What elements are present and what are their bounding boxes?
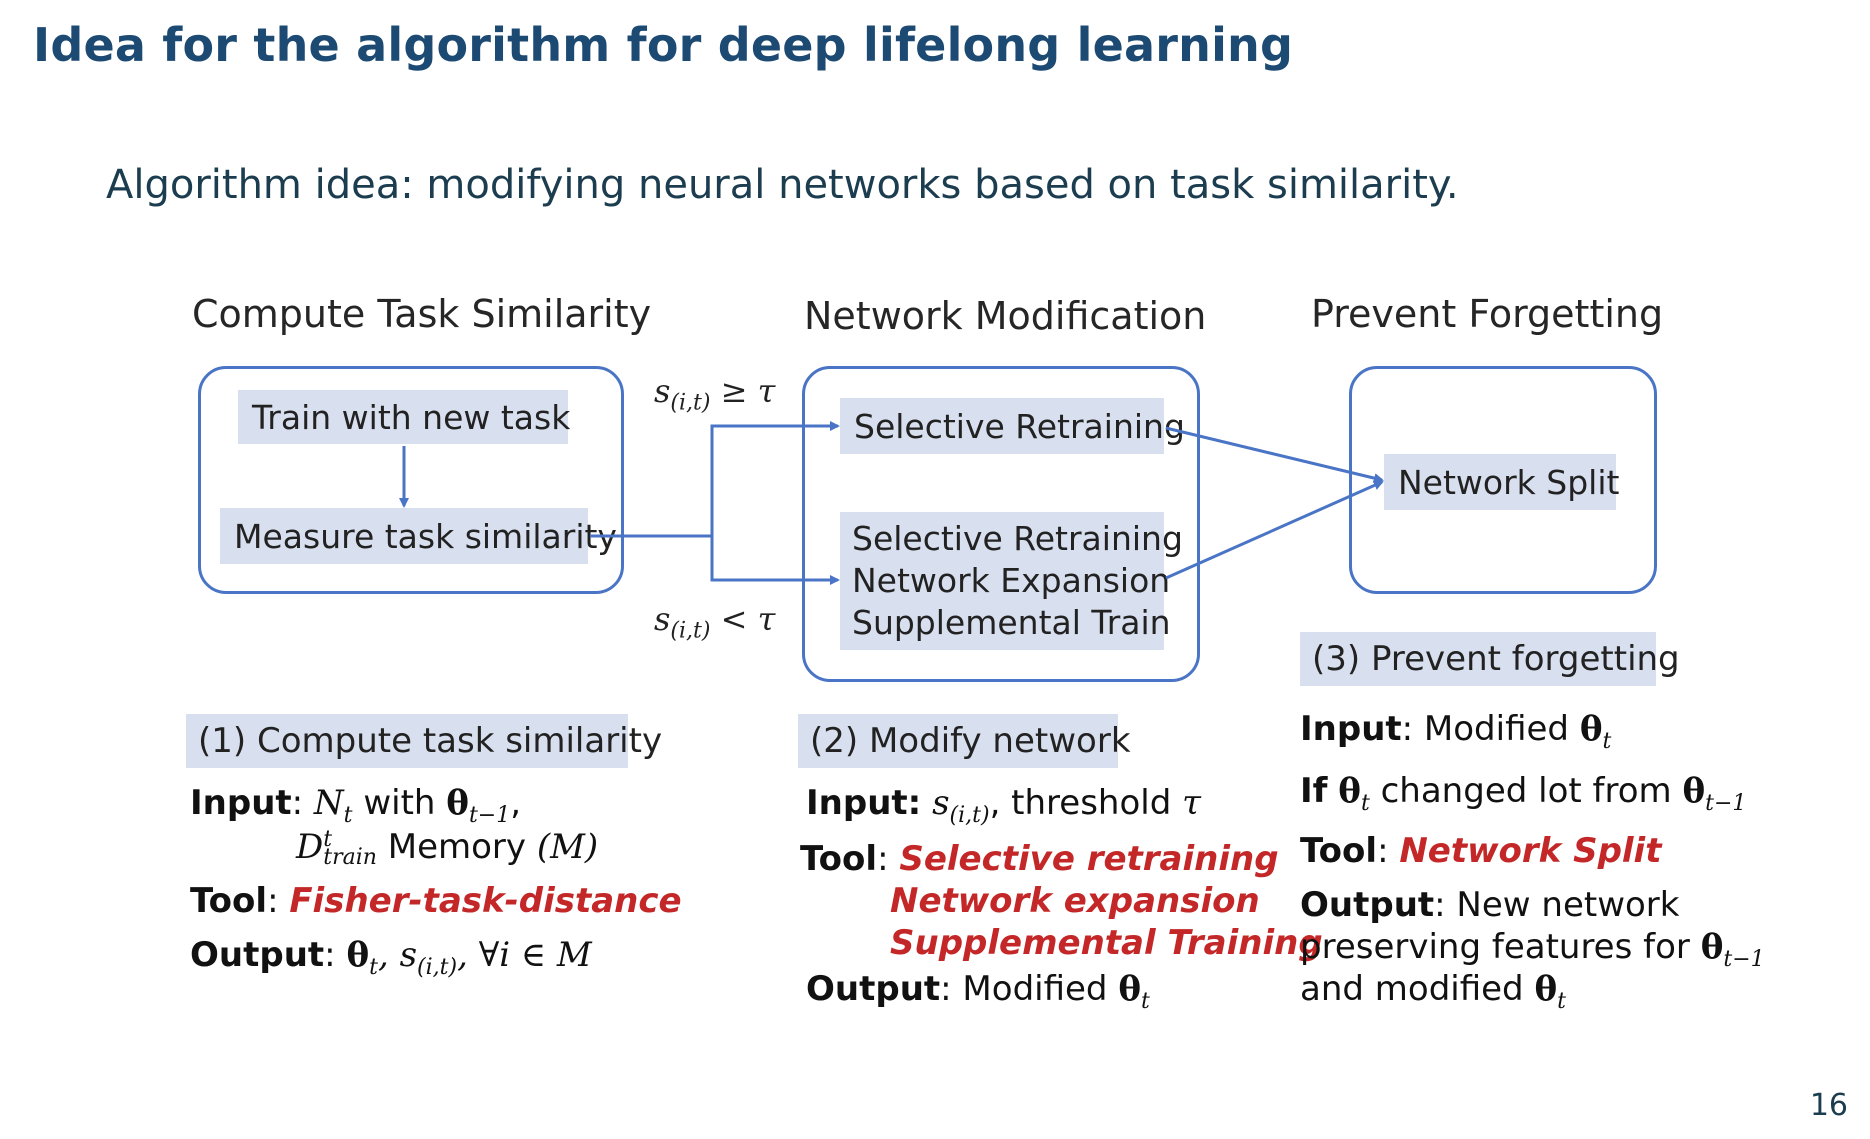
network-split-box: Network Split [1384,454,1619,510]
section2-tool-2: Network expansion [890,880,1260,922]
tool-fisher-distance: Fisher-task-distance [289,881,682,921]
condition-greater-equal: s(i,t) ≥ τ [654,372,776,416]
condition-less-than: s(i,t) < τ [654,600,776,644]
tool-network-split: Network Split [1399,831,1662,871]
tool-network-expansion: Network expansion [890,881,1260,921]
page-number: 16 [1809,1088,1848,1123]
section3-output: Output: New network [1300,885,1680,925]
modify-box [802,366,1200,682]
section3-input: Input: Modified θt [1300,709,1612,754]
combo-item-selective: Selective Retraining [852,519,1183,558]
compute-box [198,366,624,594]
section2-tool-3: Supplemental Training [890,922,1323,964]
slide-subtitle: Algorithm idea: modifying neural network… [106,162,1459,208]
section2-output: Output: Modified θt [806,969,1150,1014]
arrow-branch-high [710,421,840,536]
section3-condition: If θt changed lot from θt−1 [1300,771,1747,816]
arrow-branch-low [710,536,840,585]
section1-tool: Tool: Fisher-task-distance [190,881,682,921]
section3-tool: Tool: Network Split [1300,831,1662,871]
tool-supplemental-training: Supplemental Training [890,923,1323,963]
section3-output-line3: and modified θt [1300,969,1566,1014]
column-header-prevent: Prevent Forgetting [1311,292,1664,336]
tool-selective-retraining: Selective retraining [899,839,1279,879]
combo-item-supplemental: Supplemental Train [852,603,1171,642]
selective-retraining-box: Selective Retraining [840,398,1185,454]
section2-tool: Tool: Selective retraining [800,839,1279,879]
measure-similarity-box: Measure task similarity [220,508,617,564]
section1-tag: (1) Compute task similarity [186,714,662,768]
section1-output: Output: θt, s(i,t), ∀i ∈ M [190,935,592,980]
section3-tag: (3) Prevent forgetting [1300,632,1680,686]
column-header-compute: Compute Task Similarity [192,292,652,336]
column-header-modify: Network Modification [804,294,1207,338]
arrow-combo-to-split [1165,480,1384,580]
arrow-selective-to-split [1165,426,1384,483]
section2-input: Input: s(i,t), threshold τ [806,783,1201,828]
prevent-box [1349,366,1657,594]
train-new-task-box: Train with new task [238,390,570,444]
section2-tag: (2) Modify network [798,714,1131,768]
section3-output-line2: preserving features for θt−1 [1300,927,1765,972]
combo-item-expansion: Network Expansion [852,561,1171,600]
section1-input: Input: Nt with θt−1, [190,783,522,828]
slide-title: Idea for the algorithm for deep lifelong… [33,18,1294,72]
combo-modification-box: Selective Retraining Network Expansion S… [840,512,1183,650]
